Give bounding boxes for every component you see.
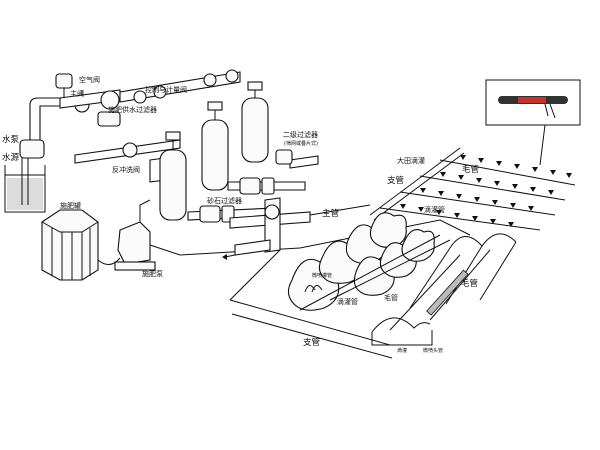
lateral-top-label: 毛管 [462,164,479,175]
orchard-trees [287,212,451,311]
greenhouse-tag-b: 微喷头管 [423,347,443,354]
fertilizer-supply-filter-label: 施肥供水过滤器 [108,105,157,114]
main-pipe-line [229,204,471,359]
field-drip-label: 大田滴灌 [397,156,425,165]
second-filter-upper [227,149,319,195]
drip-pipe-low-label: 滴灌管 [337,297,358,306]
flow-arrows [222,254,236,260]
branch-pipe-bottom-label: 支管 [303,337,320,348]
fertilizer-pump-label: 施肥泵 [142,269,163,278]
backwash-valve-label: 反冲洗阀 [112,165,140,174]
lateral-greenhouse-label: 毛管 [461,278,478,289]
greenhouse-tag-a: 滴灌 [397,347,407,354]
air-valve-label: 空气阀 [79,75,100,84]
second-filter-label: 二级过滤器 [283,130,318,139]
greenhouse-front [371,249,491,346]
sand-filter-label: 砂石过滤器 [207,196,242,205]
air-valve [55,73,73,100]
main-valve-label: 主阀 [70,89,84,98]
lateral-low-label: 毛管 [384,293,398,302]
sand-filter-right [241,81,269,163]
main-pipe-label: 主管 [322,208,339,219]
water-source-label: 水源 [2,152,20,163]
second-filter-type-label: (筛网或叠片式) [284,140,318,147]
field-laterals [379,159,576,231]
branch-pipe-top-label: 支管 [387,175,404,186]
drip-pipe-mid-label: 滴灌管 [424,205,445,214]
drip-emitters [400,155,572,227]
valve-manifold [59,69,241,127]
fertilizer-tank-label: 施肥罐 [60,201,81,210]
main-outlet-pipe [229,197,311,256]
sand-filter-left [159,131,187,221]
fertilizer-tank [41,209,121,281]
water-source-well [4,150,46,213]
control-valve-label: 控制与计量阀 [145,85,187,94]
pump-unit [19,97,63,159]
pump-label: 水泵 [2,134,20,145]
sand-filter-middle [201,101,229,191]
drip-detail-inset [485,79,581,166]
micro-sprinkler-label: 微喷灌管 [312,272,332,279]
